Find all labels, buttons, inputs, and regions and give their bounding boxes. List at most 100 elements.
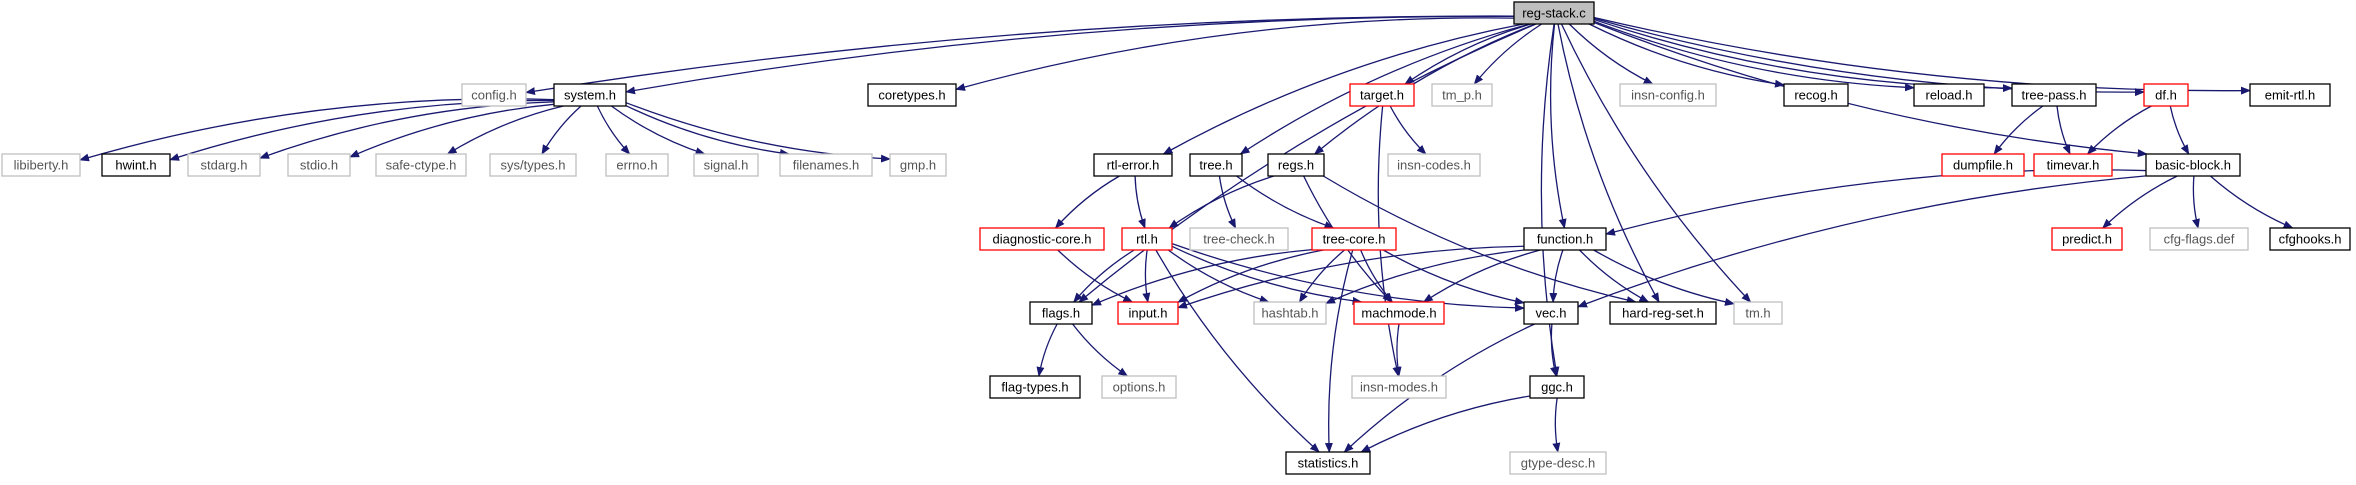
node-coretypes_h[interactable]: coretypes.h <box>867 83 957 107</box>
node-tree_pass_h[interactable]: tree-pass.h <box>2011 83 2097 107</box>
node-box-df_h <box>2143 83 2189 107</box>
node-tm_h[interactable]: tm.h <box>1733 301 1783 325</box>
node-stdio_h[interactable]: stdio.h <box>287 153 351 177</box>
node-label-recog_h: recog.h <box>1794 88 1837 103</box>
node-box-options_h <box>1101 375 1177 399</box>
node-insn_codes_h[interactable]: insn-codes.h <box>1387 153 1481 177</box>
node-cfghooks_h[interactable]: cfghooks.h <box>2269 227 2351 251</box>
node-rtl_error_h[interactable]: rtl-error.h <box>1093 153 1173 177</box>
node-basic_block_h[interactable]: basic-block.h <box>2145 153 2241 177</box>
node-predict_h[interactable]: predict.h <box>2051 227 2123 251</box>
node-hard_reg_set_h[interactable]: hard-reg-set.h <box>1609 301 1717 325</box>
node-gtype_desc_h[interactable]: gtype-desc.h <box>1509 451 1607 475</box>
edge-rtl_h-to-flags_h <box>1073 249 1135 303</box>
node-function_h[interactable]: function.h <box>1523 227 1607 251</box>
node-box-libiberty_h <box>1 153 81 177</box>
node-gmp_h[interactable]: gmp.h <box>889 153 947 177</box>
node-reg_stack_c[interactable]: reg-stack.c <box>1513 1 1595 25</box>
node-rtl_h[interactable]: rtl.h <box>1121 227 1173 251</box>
node-box-config_h <box>461 83 527 107</box>
node-hwint_h[interactable]: hwint.h <box>101 153 171 177</box>
node-label-diagnostic_core_h: diagnostic-core.h <box>993 232 1092 247</box>
node-tree_core_h[interactable]: tree-core.h <box>1311 227 1397 251</box>
node-flags_h[interactable]: flags.h <box>1029 301 1093 325</box>
node-box-tm_p_h <box>1431 83 1493 107</box>
node-box-errno_h <box>605 153 669 177</box>
node-machmode_h[interactable]: machmode.h <box>1353 301 1445 325</box>
edge-reg_stack_c-to-coretypes_h <box>955 17 1515 91</box>
node-box-insn_config_h <box>1619 83 1717 107</box>
node-box-tree_h <box>1189 153 1243 177</box>
node-box-rtl_error_h <box>1093 153 1173 177</box>
node-insn_config_h[interactable]: insn-config.h <box>1619 83 1717 107</box>
node-config_h[interactable]: config.h <box>461 83 527 107</box>
node-options_h[interactable]: options.h <box>1101 375 1177 399</box>
node-box-insn_codes_h <box>1387 153 1481 177</box>
edge-reg_stack_c-to-tree_h <box>1239 23 1530 155</box>
node-box-timevar_h <box>2033 153 2113 177</box>
node-vec_h[interactable]: vec.h <box>1523 301 1579 325</box>
node-system_h[interactable]: system.h <box>553 83 627 107</box>
node-label-tree_h: tree.h <box>1199 158 1232 173</box>
node-df_h[interactable]: df.h <box>2143 83 2189 107</box>
node-safe_ctype_h[interactable]: safe-ctype.h <box>375 153 467 177</box>
node-hashtab_h[interactable]: hashtab.h <box>1253 301 1327 325</box>
node-regs_h[interactable]: regs.h <box>1267 153 1325 177</box>
edge-function_h-to-tm_h <box>1593 249 1735 306</box>
node-label-insn_codes_h: insn-codes.h <box>1397 158 1471 173</box>
node-label-dumpfile_h: dumpfile.h <box>1953 158 2013 173</box>
edge-system_h-to-hwint_h <box>169 99 555 161</box>
node-label-basic_block_h: basic-block.h <box>2155 158 2231 173</box>
node-tree_check_h[interactable]: tree-check.h <box>1189 227 1289 251</box>
node-insn_modes_h[interactable]: insn-modes.h <box>1351 375 1447 399</box>
node-dumpfile_h[interactable]: dumpfile.h <box>1941 153 2025 177</box>
edge-reg_stack_c-to-recog_h <box>1588 23 1785 88</box>
node-label-cfg_flags_def: cfg-flags.def <box>2164 232 2235 247</box>
node-sys_types_h[interactable]: sys/types.h <box>489 153 577 177</box>
node-tm_p_h[interactable]: tm_p.h <box>1431 83 1493 107</box>
node-tree_h[interactable]: tree.h <box>1189 153 1243 177</box>
node-label-tm_p_h: tm_p.h <box>1442 88 1482 103</box>
edge-basic_block_h-to-cfg_flags_def <box>2192 175 2200 229</box>
edge-rtl_error_h-to-rtl_h <box>1134 175 1146 229</box>
node-recog_h[interactable]: recog.h <box>1783 83 1849 107</box>
node-filenames_h[interactable]: filenames.h <box>779 153 873 177</box>
node-label-safe_ctype_h: safe-ctype.h <box>386 158 457 173</box>
node-cfg_flags_def[interactable]: cfg-flags.def <box>2149 227 2249 251</box>
node-box-sys_types_h <box>489 153 577 177</box>
node-label-df_h: df.h <box>2155 88 2177 103</box>
node-signal_h[interactable]: signal.h <box>693 153 759 177</box>
node-box-reload_h <box>1913 83 1985 107</box>
node-statistics_h[interactable]: statistics.h <box>1285 451 1371 475</box>
edge-diagnostic_core_h-to-input_h <box>1057 249 1134 303</box>
node-box-dumpfile_h <box>1941 153 2025 177</box>
node-ggc_h[interactable]: ggc.h <box>1529 375 1585 399</box>
node-box-tree_core_h <box>1311 227 1397 251</box>
edge-regs_h-to-rtl_h <box>1168 175 1275 229</box>
node-box-machmode_h <box>1353 301 1445 325</box>
node-stdarg_h[interactable]: stdarg.h <box>187 153 261 177</box>
node-label-predict_h: predict.h <box>2062 232 2112 247</box>
edge-reg_stack_c-to-reload_h <box>1593 20 1915 92</box>
node-box-function_h <box>1523 227 1607 251</box>
node-flag_types_h[interactable]: flag-types.h <box>989 375 1081 399</box>
node-emit_rtl_h[interactable]: emit-rtl.h <box>2249 83 2331 107</box>
node-box-input_h <box>1117 301 1179 325</box>
edge-system_h-to-libiberty_h <box>79 98 555 162</box>
edge-df_h-to-basic_block_h <box>2169 105 2190 155</box>
node-reload_h[interactable]: reload.h <box>1913 83 1985 107</box>
node-label-statistics_h: statistics.h <box>1298 456 1359 471</box>
node-input_h[interactable]: input.h <box>1117 301 1179 325</box>
node-box-recog_h <box>1783 83 1849 107</box>
node-libiberty_h[interactable]: libiberty.h <box>1 153 81 177</box>
node-errno_h[interactable]: errno.h <box>605 153 669 177</box>
node-label-rtl_error_h: rtl-error.h <box>1107 158 1160 173</box>
edge-reg_stack_c-to-tree_pass_h <box>1593 18 2013 93</box>
node-target_h[interactable]: target.h <box>1349 83 1415 107</box>
node-label-vec_h: vec.h <box>1535 306 1566 321</box>
node-box-diagnostic_core_h <box>979 227 1105 251</box>
node-label-stdio_h: stdio.h <box>300 158 338 173</box>
edge-basic_block_h-to-predict_h <box>2102 175 2178 229</box>
node-diagnostic_core_h[interactable]: diagnostic-core.h <box>979 227 1105 251</box>
node-timevar_h[interactable]: timevar.h <box>2033 153 2113 177</box>
